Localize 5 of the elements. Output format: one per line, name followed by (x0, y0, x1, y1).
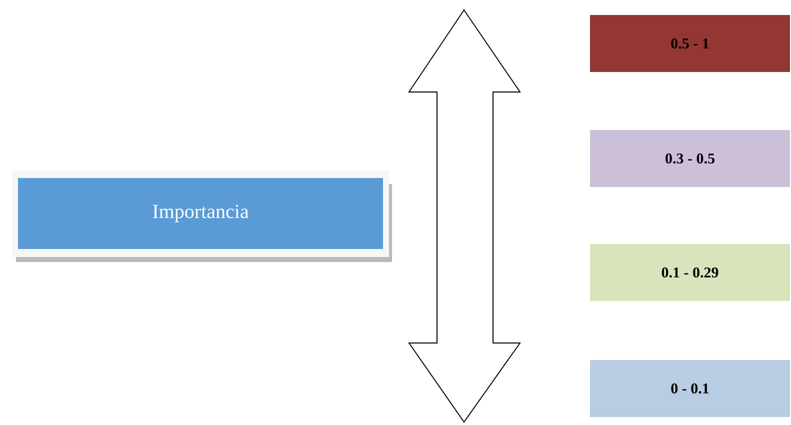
range-box: 0.3 - 0.5 (590, 130, 790, 187)
range-box: 0.1 - 0.29 (590, 244, 790, 301)
title-box: Importancia (12, 170, 392, 262)
range-box: 0 - 0.1 (590, 360, 790, 417)
range-box: 0.5 - 1 (590, 15, 790, 72)
